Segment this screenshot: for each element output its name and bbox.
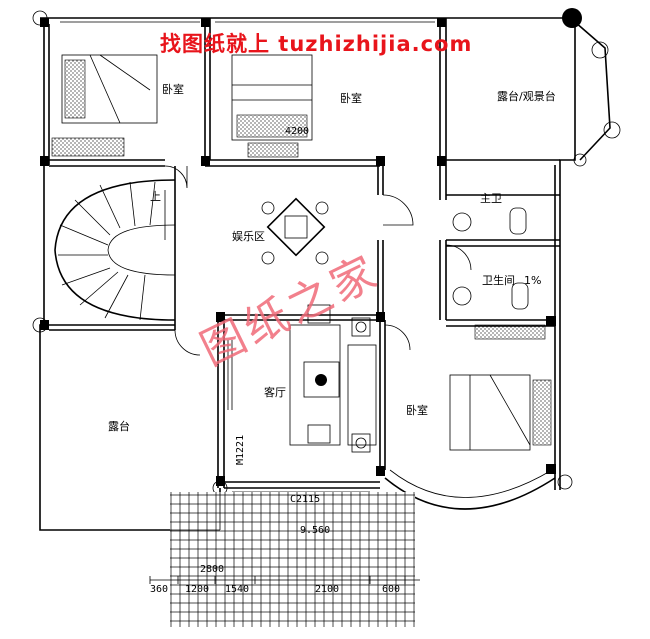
wardrobe-e [474,324,546,340]
wardrobe-nw [51,137,125,157]
bath-fixtures [452,207,529,310]
room-label-terrace-w: 露台 [108,419,130,433]
tiled-terrace [170,492,415,627]
bay-window-ne [574,21,611,161]
dim-text: 1200 [185,584,209,595]
watermark-top: 找图纸就上 tuzhizhijia.com [160,32,473,56]
room-label-bedroom-e: 卧室 [406,403,428,417]
dim-4200: 4200 [285,126,309,137]
bed-n [231,54,313,141]
game-table [261,197,329,265]
room-label-master-bath: 主卫 [480,192,502,205]
spiral-stair [54,179,176,321]
columns [40,8,582,486]
elevation-label: 9.560 [300,525,330,536]
room-label-bathroom: 卫生间 [482,273,515,287]
door-m1221-label: M1221 [235,435,246,465]
room-label-living: 客厅 [264,385,286,399]
doors [164,165,472,356]
room-label-bedroom-n: 卧室 [340,91,362,105]
room-label-entertainment: 娱乐区 [232,229,265,243]
dim-text: 2100 [315,584,339,595]
stair-up-label: 上 [150,190,161,203]
bed-e [449,374,552,451]
interior-walls [49,18,560,489]
dim-text: 600 [382,584,400,595]
dim-text: 360 [150,584,168,595]
bed-nw [61,54,158,124]
dim-text: 2800 [200,564,224,575]
slope-label: 1% [524,274,541,287]
window-c2115-label: C2115 [290,494,320,505]
curved-balcony [384,477,556,510]
dimension-line [149,576,420,584]
room-label-terrace-ne: 露台/观景台 [497,89,556,103]
windows [60,17,561,493]
wardrobe-n [247,142,299,158]
living-furniture [289,304,377,453]
dim-text: 1540 [225,584,249,595]
room-label-bedroom-nw: 卧室 [162,82,184,96]
